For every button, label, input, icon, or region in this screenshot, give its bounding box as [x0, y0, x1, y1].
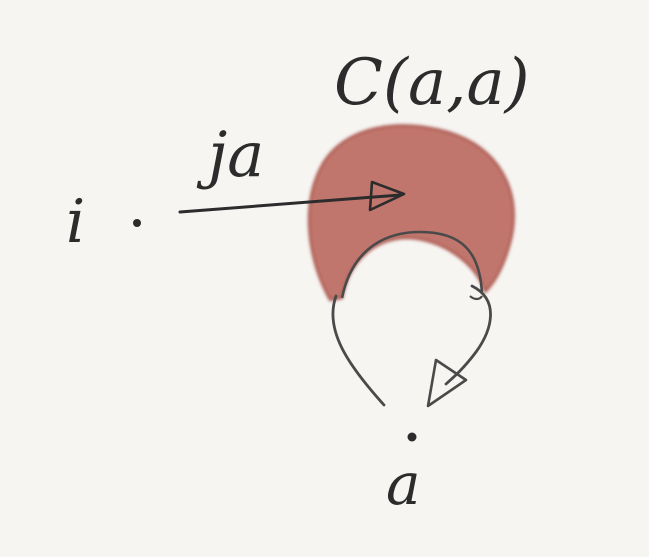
label-a: a — [386, 450, 421, 518]
loop-right-strand — [340, 230, 484, 299]
label-ja: ja — [196, 118, 264, 191]
loop-arrow-head — [426, 358, 468, 408]
loop-descending-arrow — [444, 284, 492, 386]
object-a-dot — [407, 432, 417, 442]
label-i: i — [66, 187, 85, 257]
region-c-blob — [308, 124, 515, 302]
arrow-ja-head — [368, 180, 406, 212]
object-i-dot — [133, 219, 141, 227]
loop-left-strand — [331, 294, 386, 407]
label-c-a-a: C(a,a) — [334, 46, 530, 120]
loop-small-hook — [469, 295, 483, 301]
